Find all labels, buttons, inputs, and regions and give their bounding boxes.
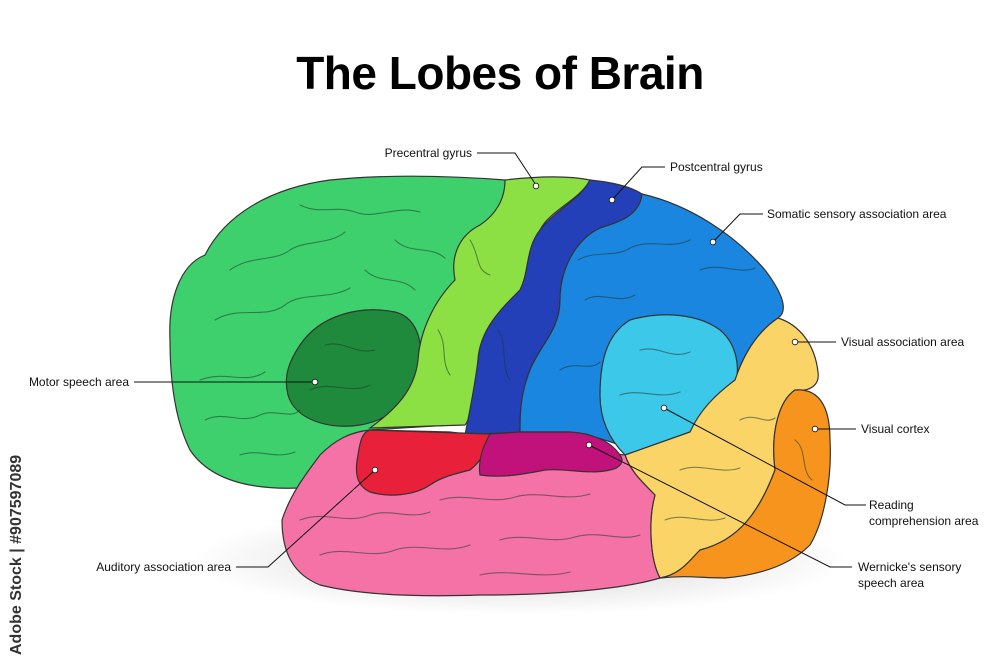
dot-visual-cortex — [811, 425, 819, 433]
label-postcentral: Postcentral gyrus — [670, 160, 763, 174]
label-visual-association: Visual association area — [841, 335, 965, 349]
label-auditory: Auditory association area — [96, 560, 231, 574]
gyri-details — [199, 204, 813, 576]
leader-reading — [663, 407, 866, 506]
dot-visual-association — [791, 338, 799, 346]
label-motor-speech: Motor speech area — [29, 375, 129, 389]
dot-reading — [660, 404, 668, 412]
label-precentral: Precentral gyrus — [385, 146, 472, 160]
dot-precentral — [532, 182, 540, 190]
label-reading-line2: comprehension area — [869, 514, 979, 528]
label-somatic: Somatic sensory association area — [767, 207, 947, 221]
dot-motor-speech — [311, 378, 319, 386]
leader-wernicke — [588, 444, 852, 568]
leader-auditory — [236, 469, 376, 568]
dot-postcentral — [608, 196, 616, 204]
leader-postcentral — [611, 166, 665, 201]
dot-somatic — [709, 238, 717, 246]
label-visual-cortex: Visual cortex — [861, 422, 929, 436]
leader-precentral — [477, 152, 537, 186]
label-wernicke-line2: speech area — [858, 576, 924, 590]
visual-cortex-area — [659, 389, 831, 579]
page-title: The Lobes of Brain — [296, 47, 704, 99]
watermark: Adobe Stock | #907597089 — [6, 420, 28, 655]
auditory-association-area — [355, 429, 491, 496]
leader-somatic — [712, 213, 763, 243]
dot-auditory — [371, 466, 379, 474]
wernicke-area — [478, 431, 623, 477]
label-reading-line1: Reading — [869, 498, 914, 512]
dot-wernicke — [585, 441, 593, 449]
watermark-text: Adobe Stock | #907597089 — [8, 454, 25, 655]
leader-lines — [134, 152, 866, 568]
label-wernicke-line1: Wernicke's sensory — [858, 560, 961, 574]
marker-dots — [311, 182, 819, 474]
